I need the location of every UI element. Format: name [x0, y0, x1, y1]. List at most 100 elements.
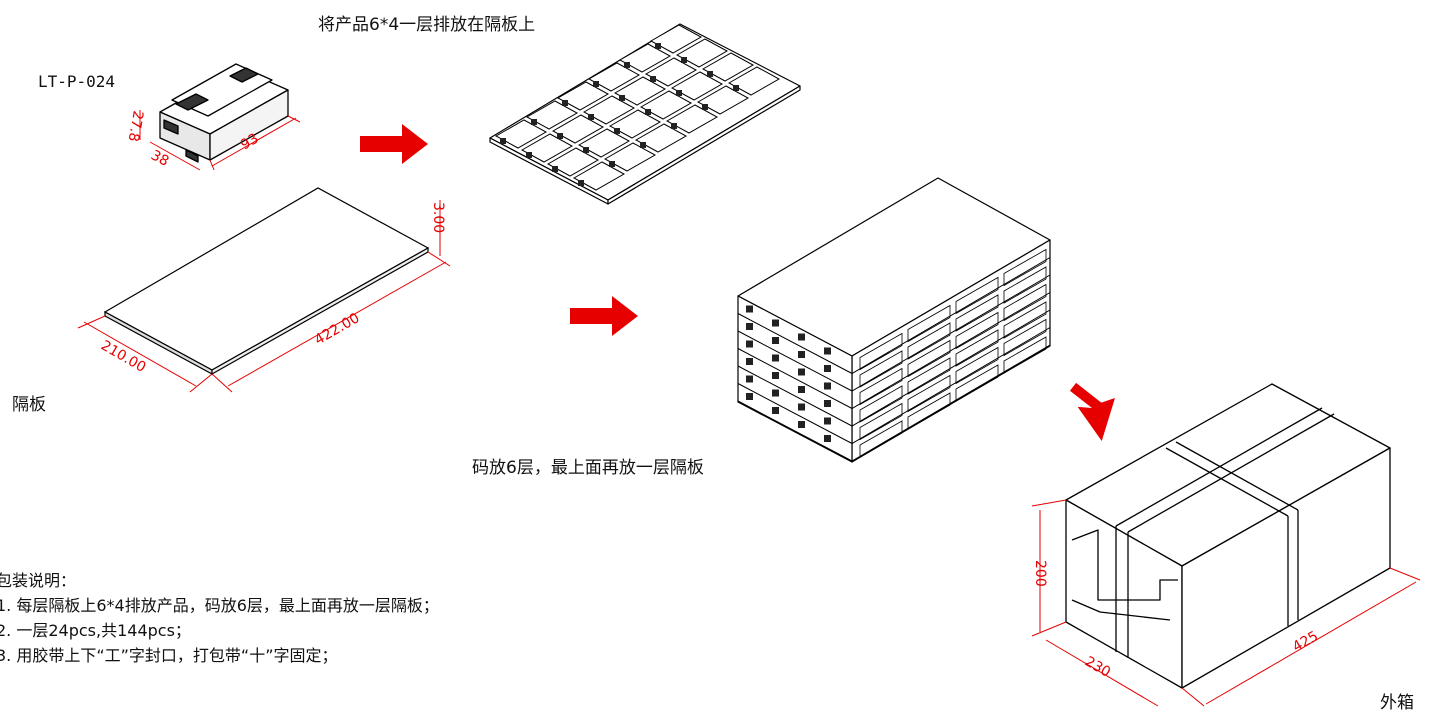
step1-title: 将产品6*4一层排放在隔板上 — [318, 15, 536, 35]
stack-product-side — [859, 385, 903, 423]
stack-layer-line — [737, 327, 1051, 445]
stack-product-terminal — [798, 386, 805, 393]
layer-product-cell — [727, 66, 781, 96]
layer-product-cell — [618, 43, 672, 73]
stack-product-terminal — [824, 347, 831, 355]
stack-product-side — [955, 311, 999, 350]
product-drawing — [159, 63, 289, 163]
carton-length-dim: 425 — [1290, 628, 1321, 655]
stack-product-terminal — [798, 421, 805, 428]
layer-product-cell — [675, 38, 729, 68]
stack-layer-line — [737, 344, 1051, 462]
divider-drawing — [103, 187, 430, 376]
stack-product-terminal — [772, 372, 779, 379]
product-length-dim: 93 — [238, 131, 261, 154]
layer-product-cell — [608, 109, 662, 139]
stack-product-side — [1003, 318, 1047, 357]
layer-product-cell — [701, 52, 755, 82]
layer-product-terminal — [681, 57, 687, 63]
stack-product-side — [1003, 266, 1047, 304]
stack-product-terminal — [798, 351, 805, 358]
layer-product-terminal — [593, 81, 599, 87]
stack-product-terminal — [746, 340, 753, 348]
notes-item-3: 3. 用胶带上下“工”字封口，打包带“十”字固定； — [0, 646, 338, 665]
stack-product-side — [859, 402, 903, 441]
stack-product-terminal — [772, 319, 779, 327]
stack-caption: 码放6层，最上面再放一层隔板 — [472, 458, 704, 478]
stack-product-side — [1003, 283, 1047, 322]
stack-product-side — [859, 350, 903, 388]
layer-product-terminal — [671, 123, 677, 129]
layer-product-cell — [639, 90, 693, 120]
stack-product-terminal — [824, 417, 831, 425]
carton-dimensions — [1031, 499, 1421, 707]
layer-product-terminal — [562, 100, 568, 106]
layer-product-terminal — [578, 180, 584, 186]
stack-product-terminal — [798, 333, 805, 341]
layer-product-cell — [546, 147, 600, 177]
stack-product-terminal — [746, 323, 753, 330]
packing-notes: 包装说明： 1. 每层隔板上6*4排放产品，码放6层，最上面再放一层隔板； 2.… — [0, 568, 439, 668]
layer-product-terminal — [500, 138, 506, 144]
layer-product-cell — [582, 95, 636, 125]
layer-product-cell — [520, 133, 574, 163]
stack-product-side — [907, 374, 951, 413]
arrow-down-right — [1069, 382, 1116, 441]
stack-product-side — [907, 357, 951, 395]
layer-product-cell — [665, 104, 719, 134]
arrow-right-2 — [570, 296, 638, 336]
layer-product-cell — [551, 114, 605, 144]
product-model-label: LT-P-024 — [38, 72, 116, 91]
layer-product-terminal — [526, 152, 532, 158]
carton-label: 外箱 — [1380, 693, 1414, 713]
stack-layer-line — [737, 309, 1051, 427]
notes-item-2: 2. 一层24pcs,共144pcs； — [0, 621, 191, 640]
layer-product-terminal — [655, 43, 661, 49]
stack-product-terminal — [772, 389, 779, 397]
layer-product-terminal — [733, 85, 739, 91]
carton-height-dim: 200 — [1032, 560, 1048, 587]
stack-product-terminal — [824, 435, 831, 442]
stack-product-terminal — [798, 368, 805, 376]
stack-layers — [737, 248, 1051, 462]
stack-product-terminal — [772, 354, 779, 362]
stack-product-terminal — [772, 337, 779, 344]
stack-layer-line — [737, 257, 1051, 375]
divider-thickness-dim: 3.00 — [430, 202, 446, 233]
layer-product-cell — [644, 57, 698, 87]
layer-product-cell — [556, 81, 610, 111]
layer-product-terminal — [640, 142, 646, 148]
stack-product-terminal — [824, 365, 831, 372]
stack-product-side — [859, 367, 903, 406]
arrow-right-1 — [360, 124, 428, 164]
layer-product-terminal — [707, 71, 713, 77]
stack-product-side — [907, 304, 951, 343]
layer-product-cell — [634, 123, 688, 153]
layer-product-terminal — [583, 147, 589, 153]
carton-drawing — [1065, 383, 1391, 689]
layer-product-terminal — [650, 76, 656, 82]
stack-product-side — [907, 322, 951, 360]
stack-product-side — [907, 339, 951, 378]
layer-product-cell — [613, 76, 667, 106]
stack-product-terminal — [746, 393, 753, 400]
layer-product-cell — [494, 119, 548, 149]
layer-product-cell — [525, 100, 579, 130]
stack-product-terminal — [798, 403, 805, 411]
divider-width-dim: 210.00 — [98, 338, 148, 376]
stack-product-terminal — [746, 305, 753, 313]
notes-item-1: 1. 每层隔板上6*4排放产品，码放6层，最上面再放一层隔板； — [0, 596, 439, 615]
layer-product-cell — [577, 128, 631, 158]
layer-product-cell — [649, 24, 703, 54]
layer-product-terminal — [702, 104, 708, 110]
layer-product-cell — [587, 62, 641, 92]
stack-product-side — [1003, 336, 1047, 374]
stack-product-side — [955, 346, 999, 385]
layer-product-terminal — [676, 90, 682, 96]
layer-product-terminal — [609, 161, 615, 167]
stack-product-terminal — [746, 375, 753, 383]
stack-product-side — [955, 329, 999, 367]
notes-title: 包装说明： — [0, 571, 77, 590]
product-height-dim: 27.8 — [125, 109, 146, 142]
